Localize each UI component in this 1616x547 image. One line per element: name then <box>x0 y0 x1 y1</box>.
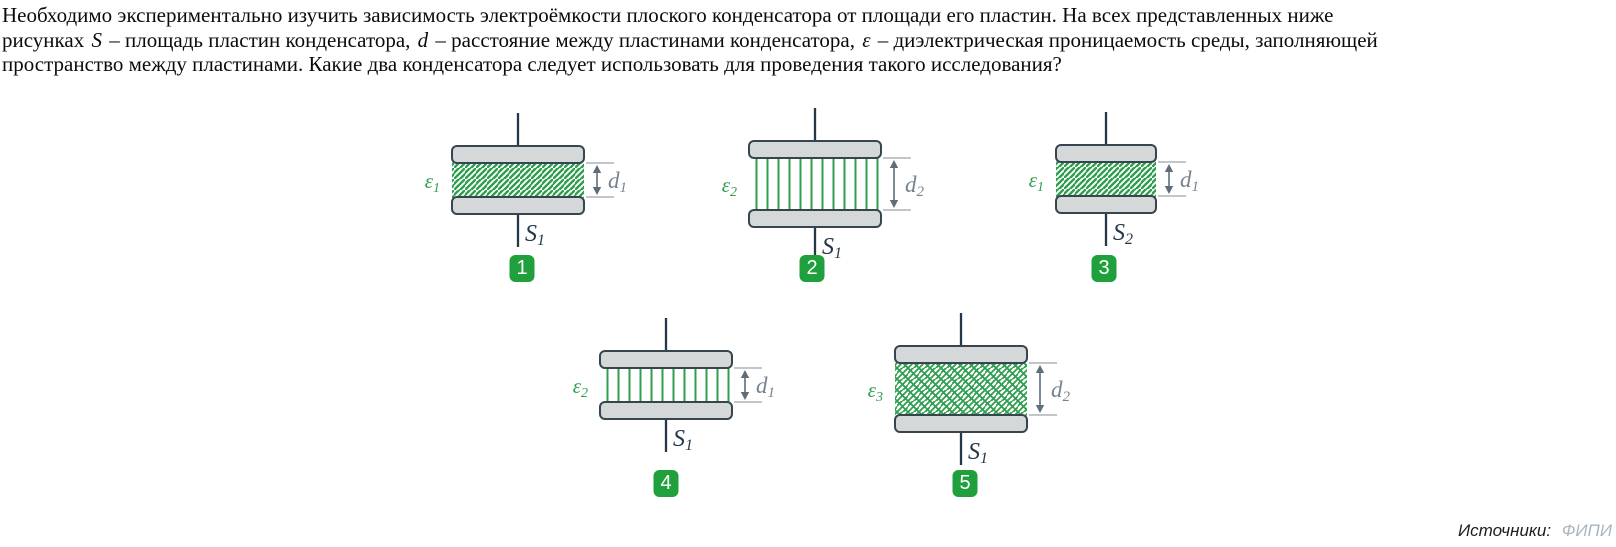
d-label: d2 <box>1051 377 1071 405</box>
s-label: S2 <box>1113 220 1133 248</box>
bottom-plate <box>748 209 882 228</box>
question-line: рисунках S – площадь пластин конденсатор… <box>2 27 1378 52</box>
source-label: Источники: <box>1457 521 1552 540</box>
dim-arrowhead-down <box>1035 405 1045 413</box>
s-label: S1 <box>822 234 842 262</box>
s-label: S1 <box>673 426 693 454</box>
d-label: d1 <box>756 373 775 401</box>
d-label: d1 <box>1180 167 1199 195</box>
dim-arrowhead-up <box>592 165 602 173</box>
question-text: Необходимо экспериментально изучить зави… <box>2 3 1378 77</box>
figure-number-badge-3[interactable]: 3 <box>1091 255 1117 282</box>
bottom-plate <box>451 196 585 215</box>
dim-arrowhead-up <box>1035 365 1045 373</box>
dielectric-hatch <box>452 162 584 198</box>
math-symbol: S <box>91 27 102 52</box>
dim-arrowhead-up <box>740 370 750 378</box>
figure-number-badge-1[interactable]: 1 <box>509 255 535 282</box>
epsilon-label: ε1 <box>1029 168 1044 195</box>
math-symbol: d <box>417 27 429 52</box>
epsilon-label: ε2 <box>573 374 588 401</box>
s-label: S1 <box>525 221 545 249</box>
dim-arrowhead-up <box>889 160 899 168</box>
math-symbol: ε <box>862 27 871 52</box>
bottom-plate <box>894 414 1028 433</box>
dielectric-hatch <box>1056 161 1156 197</box>
bottom-plate <box>599 401 733 420</box>
question-line: пространство между пластинами. Какие два… <box>2 52 1062 77</box>
dim-arrowhead-down <box>740 392 750 400</box>
dim-arrowhead-down <box>889 200 899 208</box>
epsilon-label: ε1 <box>425 169 440 196</box>
top-plate <box>1055 144 1157 163</box>
top-plate <box>599 350 733 369</box>
dim-arrowhead-down <box>1164 186 1174 194</box>
dielectric-hatch <box>749 157 881 211</box>
top-plate <box>894 345 1028 364</box>
s-label: S1 <box>968 439 988 467</box>
source-attribution: Источники: ФИПИ <box>1458 521 1612 541</box>
dielectric-hatch <box>895 362 1027 416</box>
dim-arrowhead-up <box>1164 164 1174 172</box>
d-label: d1 <box>608 168 627 196</box>
bottom-plate <box>1055 195 1157 214</box>
question-line: Необходимо экспериментально изучить зави… <box>2 3 1334 27</box>
epsilon-label: ε2 <box>722 173 737 200</box>
epsilon-label: ε3 <box>868 378 883 405</box>
top-plate <box>451 145 585 164</box>
figure-number-badge-2[interactable]: 2 <box>799 255 825 282</box>
figure-number-badge-5[interactable]: 5 <box>952 470 978 497</box>
dielectric-hatch <box>600 367 732 403</box>
dim-arrowhead-down <box>592 187 602 195</box>
source-link[interactable]: ФИПИ <box>1561 521 1612 540</box>
d-label: d2 <box>905 172 925 200</box>
figure-number-badge-4[interactable]: 4 <box>653 470 679 497</box>
top-plate <box>748 140 882 159</box>
